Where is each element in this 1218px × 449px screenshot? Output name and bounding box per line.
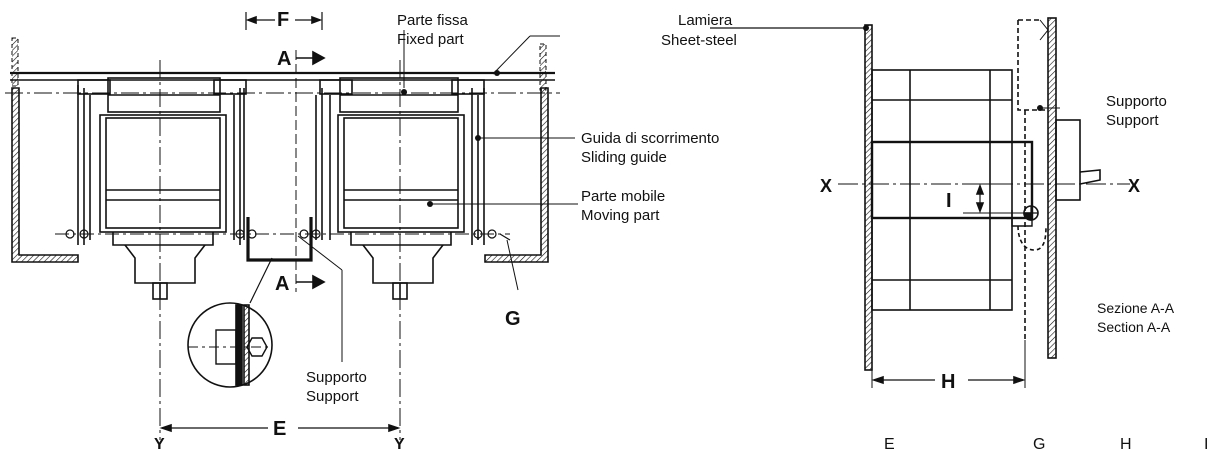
label-support-bottom-it: Supporto [306,369,367,386]
label-moving-part-it: Parte mobile [581,188,665,205]
label-support-bottom-en: Support [306,388,359,405]
label-sliding-guide-en: Sliding guide [581,149,667,166]
axis-y-right: Y [394,436,405,449]
dim-a-bottom: A [275,273,289,295]
fixed-part-leader-dot [401,89,407,95]
label-section-it: Sezione A-A [1097,300,1175,316]
axis-x-right: X [1128,176,1140,196]
label-support-right-it: Supporto [1106,93,1167,110]
dim-i: I [946,190,952,212]
label-fixed-part-it: Parte fissa [397,12,469,29]
label-section-en: Section A-A [1097,319,1171,335]
dim-g: G [505,308,521,330]
dim-h: H [941,371,955,393]
label-fixed-part-en: Fixed part [397,31,465,48]
dim-e: E [273,418,286,440]
dim-f: F [277,9,289,31]
footer-i: I [1204,436,1208,449]
footer-g: G [1033,436,1045,449]
label-sheet-steel-en: Sheet-steel [661,32,737,49]
axis-y-left: Y [154,436,165,449]
label-support-right-en: Support [1106,112,1159,129]
label-sheet-steel-it: Lamiera [678,12,733,29]
moving-part-leader-dot [427,201,433,207]
front-view [5,12,866,440]
label-sliding-guide-it: Guida di scorrimento [581,130,719,147]
support-side-dot [1037,105,1043,111]
section-view [838,17,1130,388]
dim-a-top: A [277,48,291,70]
footer-h: H [1120,436,1132,449]
axis-x-left: X [820,176,832,196]
label-moving-part-en: Moving part [581,207,660,224]
sliding-guide-leader-dot [475,135,481,141]
footer-e: E [884,436,895,449]
sheet-steel-leader-dot [494,70,500,76]
